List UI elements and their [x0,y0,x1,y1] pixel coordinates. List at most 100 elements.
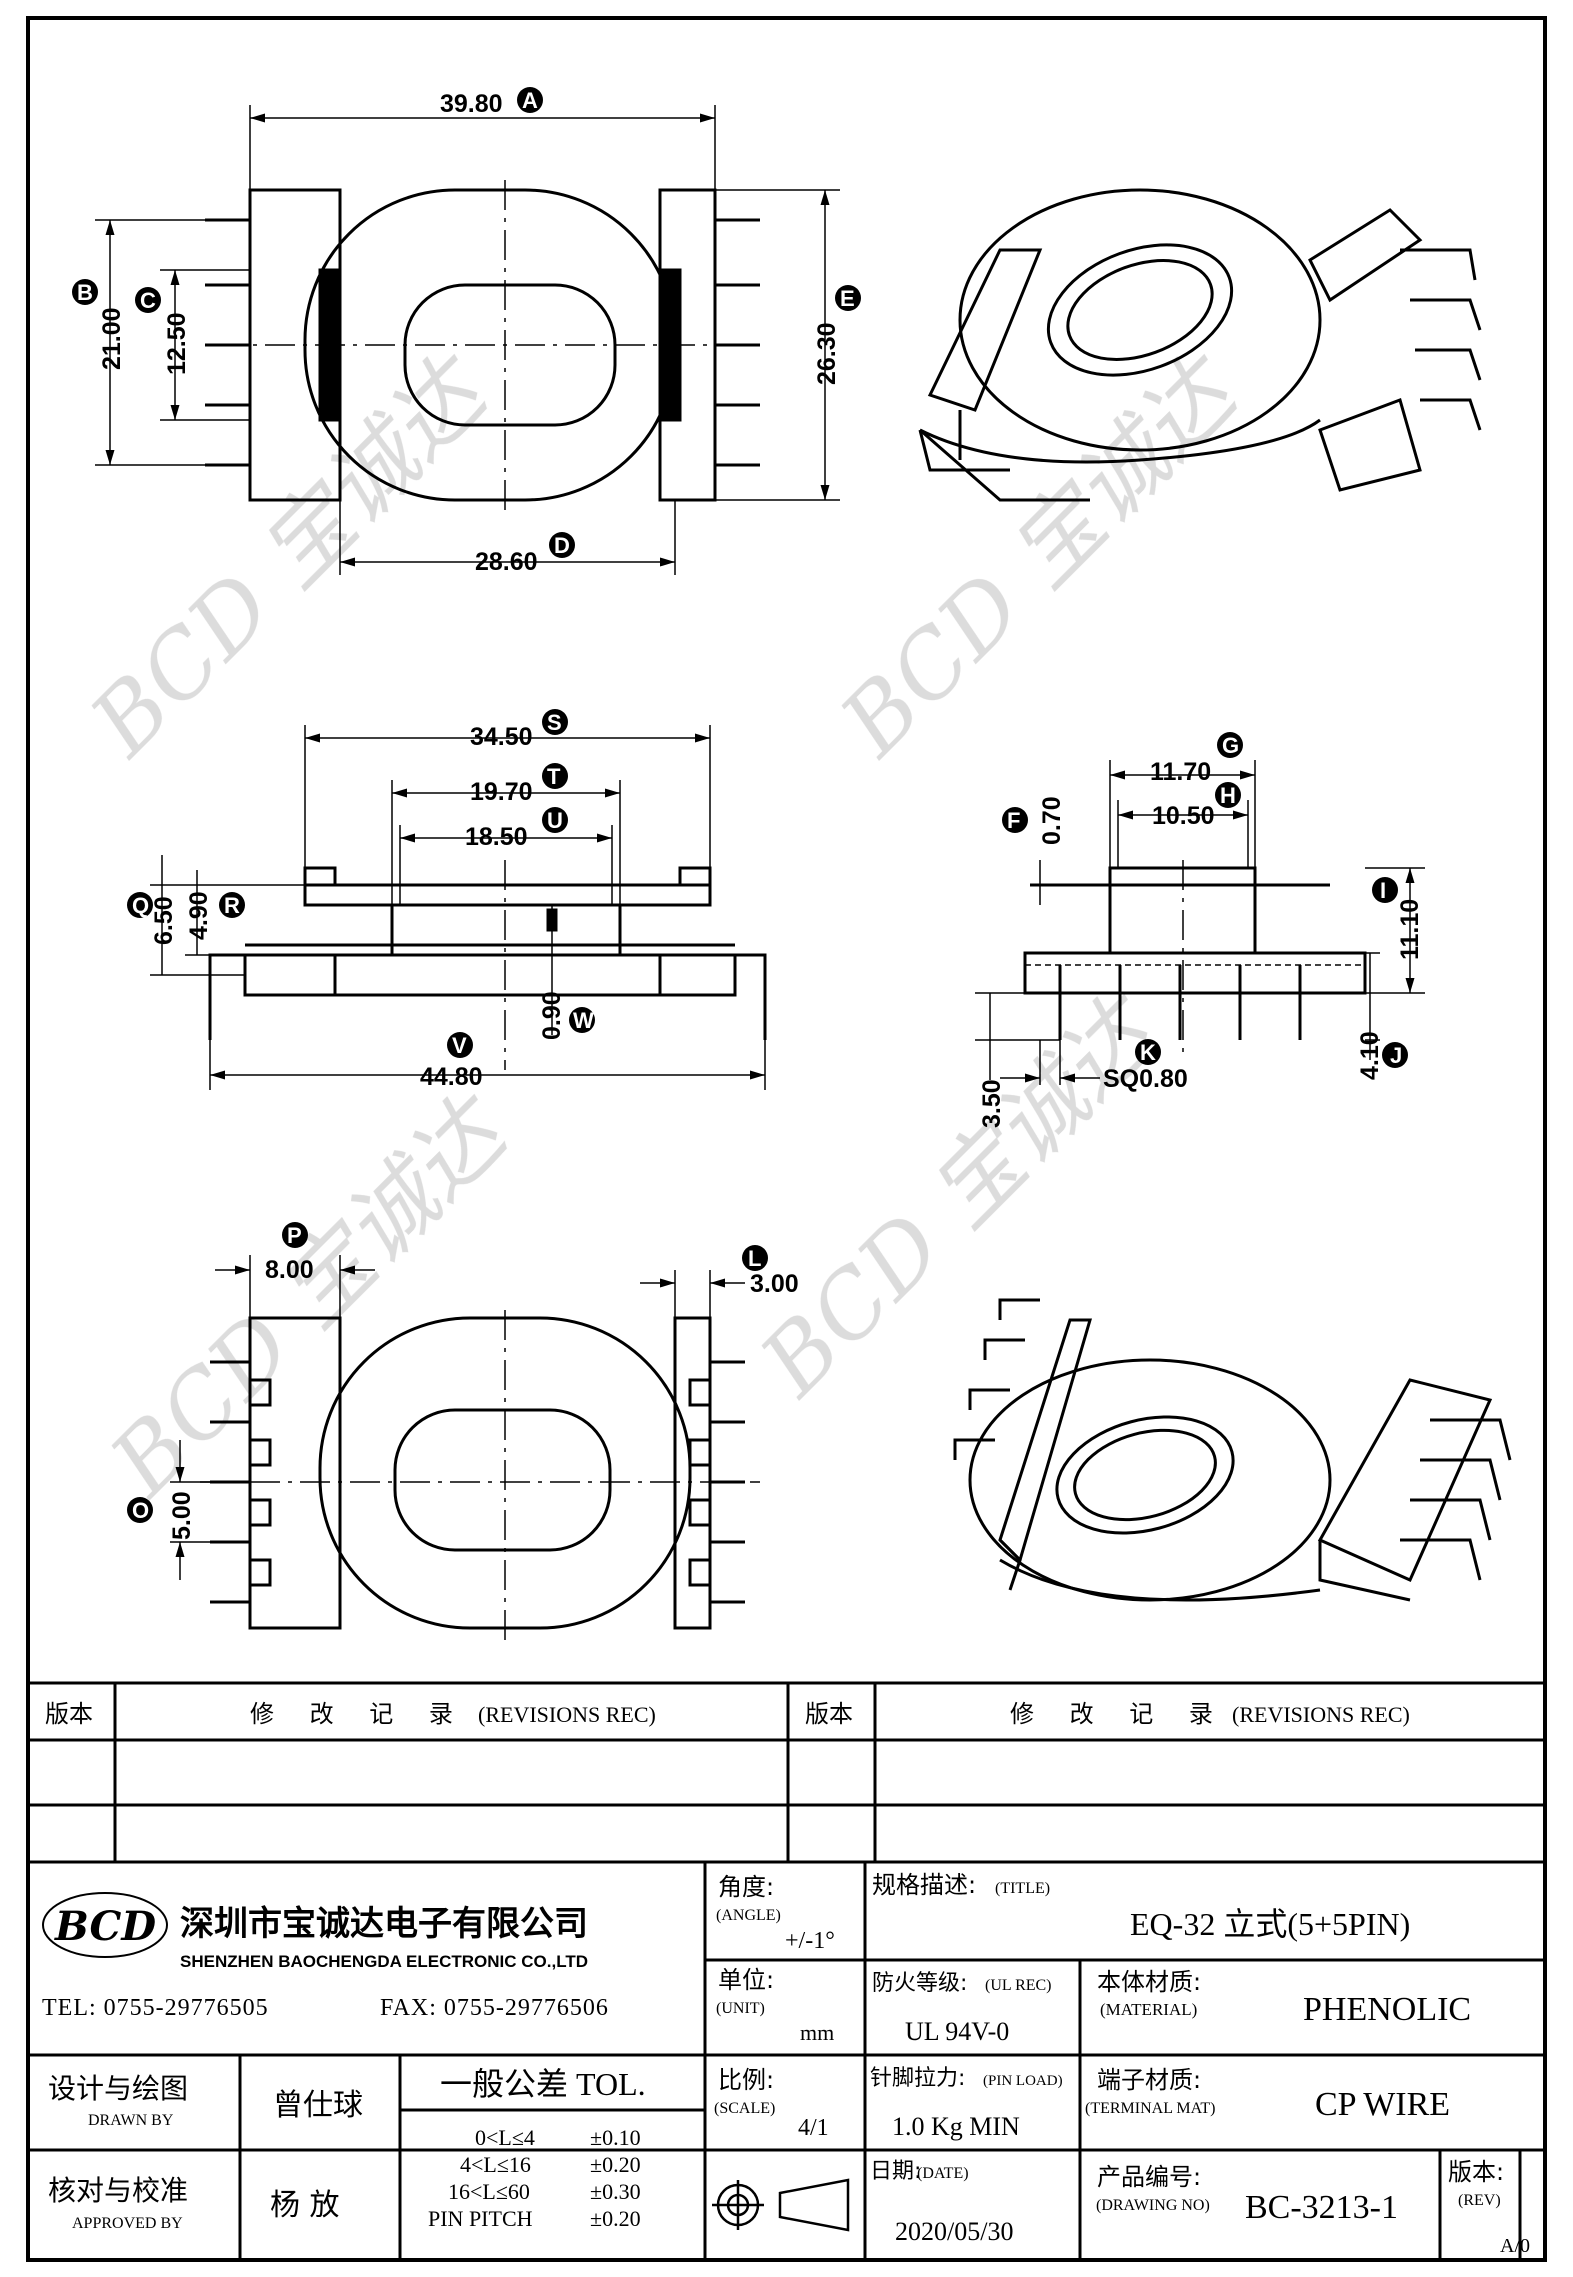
dim-I-letter: I [1380,878,1386,903]
scale-label-cn: 比例: [718,2066,774,2094]
revisions-version-header-right: 版本 [805,1700,853,1728]
bottom-view [200,1310,760,1640]
tol-row-4-value: ±0.20 [590,2206,641,2231]
dim-Q-letter: Q [132,893,149,918]
dim-G-letter: G [1222,733,1239,758]
dim-R-letter: R [224,893,240,918]
material-value: PHENOLIC [1303,1991,1471,2028]
tol-row-3-value: ±0.30 [590,2179,641,2204]
rev-label-en: (REV) [1458,2192,1501,2209]
dim-I-value: 11.10 [1396,899,1424,960]
dim-B-value: 21.00 [98,307,126,370]
dim-U-letter: U [547,808,563,833]
angle-label-cn: 角度: [718,1873,774,1901]
title-label-cn: 规格描述: [872,1871,976,1899]
scale-label-en: (SCALE) [714,2100,775,2117]
pin-load-label-cn: 针脚拉力: [870,2066,965,2091]
bottom-view-labels: 8.00 P 3.00 L 5.00 O [127,1222,799,1540]
svg-text:BCD 宝诚达: BCD 宝诚达 [820,335,1262,777]
pin-load-value: 1.0 Kg MIN [892,2112,1020,2141]
company-block: BCD 深圳市宝诚达电子有限公司 SHENZHEN BAOCHENGDA ELE… [42,1892,609,2021]
date-label-en: (DATE) [917,2165,969,2182]
tolerance-title: 一般公差 TOL. [440,2066,646,2102]
dim-W-value: 0.90 [538,991,566,1040]
svg-text:BCD 宝诚达: BCD 宝诚达 [70,335,512,777]
dim-R-value: 4.90 [185,891,213,940]
revisions-record-header-left-cn: 修 改 记 录 [250,1700,467,1728]
dim-U-value: 18.50 [465,823,528,851]
scale-value: 4/1 [798,2115,829,2141]
drawn-label-en: DRAWN BY [88,2112,174,2129]
svg-text:BCD 宝诚达: BCD 宝诚达 [740,975,1182,1417]
dim-P-letter: P [287,1223,302,1248]
ul-label-en: (UL REC) [985,1977,1052,1994]
dim-S-letter: S [547,710,562,735]
title-block-fields: 角度: (ANGLE) +/-1° 规格描述: (TITLE) EQ-32 立式… [48,1871,1530,2257]
dim-G-value: 11.70 [1150,758,1211,786]
revisions-record-header-right-cn: 修 改 记 录 [1010,1700,1227,1728]
dim-T-letter: T [547,764,561,789]
tol-row-2-value: ±0.20 [590,2152,641,2177]
dim-P-value: 8.00 [265,1256,314,1284]
title-block-grid [28,1681,1545,2260]
dim-L-letter: L [748,1246,761,1271]
rev-label-cn: 版本: [1448,2158,1504,2186]
top-view [205,180,760,510]
tol-row-2-range: 4<L≤16 [460,2152,531,2177]
tol-row-1-range: 0<L≤4 [475,2125,535,2150]
revisions-record-header-right-en: (REVISIONS REC) [1232,1702,1410,1727]
revisions-table: 版本 修 改 记 录 (REVISIONS REC) 版本 修 改 记 录 (R… [45,1700,1410,1728]
material-label-en: (MATERIAL) [1100,2000,1197,2019]
dim-H-value: 10.50 [1152,802,1215,830]
drawing-no-label-cn: 产品编号: [1097,2163,1201,2191]
ul-label-cn: 防火等级: [872,1971,967,1996]
pin-load-label-en: (PIN LOAD) [983,2073,1063,2089]
material-label-cn: 本体材质: [1097,1968,1201,1996]
dim-V-value: 44.80 [420,1063,483,1091]
title-label-en: (TITLE) [995,1880,1050,1897]
revisions-version-header-left: 版本 [45,1700,93,1728]
revisions-record-header-left-en: (REVISIONS REC) [478,1702,656,1727]
unit-label-en: (UNIT) [716,2000,765,2017]
drawing-no-label-en: (DRAWING NO) [1096,2197,1210,2214]
angle-label-en: (ANGLE) [716,1907,781,1924]
end-view-dimensions [975,760,1425,1085]
company-name-cn: 深圳市宝诚达电子有限公司 [180,1904,588,1944]
drawing-no-value: BC-3213-1 [1245,2189,1398,2226]
ul-value: UL 94V-0 [905,2017,1009,2046]
dim-A-letter: A [522,88,538,113]
approved-label-cn: 核对与校准 [48,2174,188,2207]
tol-row-4-range: PIN PITCH [428,2206,533,2231]
dim-K-value: SQ0.80 [1103,1065,1188,1093]
dim-J-letter: J [1390,1043,1402,1068]
isometric-view-2 [953,1298,1512,1602]
dim-D-value: 28.60 [475,548,538,576]
dim-K-letter: K [1140,1040,1156,1065]
top-view-labels: 39.80 A 21.00 B 12.50 C 28.60 D 26.30 E [72,87,861,576]
company-tel: TEL: 0755-29776505 [42,1995,269,2021]
isometric-view-1 [918,188,1482,502]
dim-E-letter: E [840,286,855,311]
terminal-label-en: (TERMINAL MAT) [1085,2100,1216,2117]
dim-V-letter: V [452,1033,467,1058]
dim-C-letter: C [140,288,156,313]
bottom-view-dimensions [170,1255,745,1580]
dim-L-value: 3.00 [750,1270,799,1298]
title-value: EQ-32 立式(5+5PIN) [1130,1906,1410,1942]
dim-Q-value: 6.50 [150,896,178,945]
company-fax: FAX: 0755-29776506 [380,1995,609,2021]
dim-F-value: 0.70 [1038,796,1066,845]
dim-C-value: 12.50 [163,312,191,375]
projection-symbol-icon [712,2178,850,2232]
unit-value: mm [800,2020,834,2045]
side-view [208,860,767,1070]
top-view-dimensions [95,105,840,575]
end-view-labels: 11.70 G 10.50 H 0.70 F 11.10 I 4.10 J SQ… [978,732,1424,1128]
dim-N-value: 3.50 [978,1079,1006,1128]
company-name-en: SHENZHEN BAOCHENGDA ELECTRONIC CO.,LTD [180,1952,588,1971]
date-label-cn: 日期: [870,2159,921,2184]
dim-W-letter: W [573,1008,594,1033]
dim-B-letter: B [77,280,93,305]
dim-S-value: 34.50 [470,723,533,751]
dim-D-letter: D [554,533,570,558]
